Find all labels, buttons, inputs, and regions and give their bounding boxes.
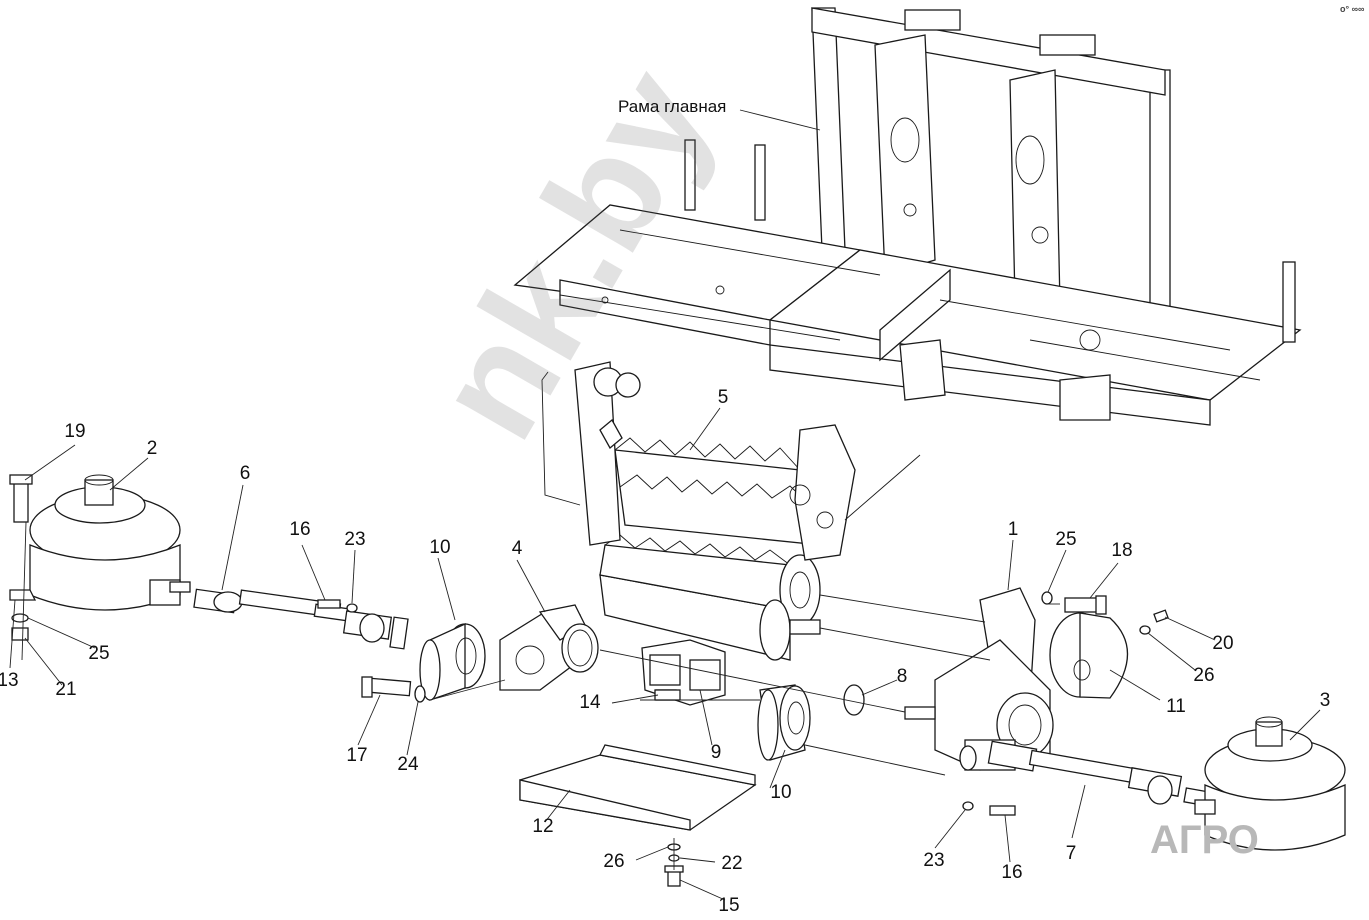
callout-label: 7 (1065, 843, 1077, 864)
callout-label: 10 (429, 537, 451, 558)
callout-label: 26 (1193, 665, 1215, 686)
callout-label: 17 (346, 745, 368, 766)
center-fasteners (361, 676, 681, 703)
left-fasteners (9, 474, 37, 641)
bearing-housing-left (419, 622, 486, 701)
right-gearbox (1194, 716, 1346, 851)
callout-label: 6 (239, 463, 251, 484)
callout-label: 4 (511, 538, 523, 559)
callout-label: 5 (717, 387, 729, 408)
right-driveshaft (962, 740, 1212, 816)
callout-label: 18 (1111, 540, 1133, 561)
callout-label: 15 (718, 895, 740, 916)
callout-label: 25 (1055, 529, 1077, 550)
callout-label: 8 (896, 666, 908, 687)
callout-label: 26 (603, 851, 625, 872)
callout-label: 13 (0, 670, 19, 691)
callout-label: 10 (770, 782, 792, 803)
callout-label: 19 (64, 421, 86, 442)
callout-label: 22 (721, 853, 743, 874)
right-fasteners (1041, 591, 1169, 635)
leader-lines (9, 407, 1321, 901)
bearing-housing-right (757, 684, 811, 761)
callout-label: 9 (710, 742, 722, 763)
callout-label: 1 (1007, 519, 1019, 540)
callout-label: 20 (1212, 633, 1234, 654)
callout-label: 3 (1319, 690, 1331, 711)
pulley-11 (1049, 612, 1129, 699)
angle-gearbox-4 (499, 604, 599, 691)
assembly-lines (21, 109, 1060, 870)
left-gearbox (29, 474, 191, 611)
watermark-logo: АГРО (1150, 818, 1259, 862)
callout-label: 2 (146, 438, 158, 459)
gearbox-9 (641, 639, 726, 706)
guard-12 (519, 744, 757, 831)
callout-label: 23 (344, 529, 366, 550)
callout-label: 23 (923, 850, 945, 871)
callout-label: 11 (1166, 696, 1186, 717)
watermark-mark: o° ∞∞ (1340, 4, 1365, 14)
frame-title: Рама главная (618, 97, 727, 116)
main-gearbox-1 (904, 587, 1054, 771)
main-frame (513, 7, 1302, 426)
callout-label: 24 (397, 754, 419, 775)
roll-assembly (541, 361, 921, 661)
left-driveshaft (193, 588, 409, 650)
callout-label: 25 (88, 643, 110, 664)
callout-label: 14 (579, 692, 601, 713)
callout-label: 21 (55, 679, 77, 700)
callout-label: 16 (289, 519, 311, 540)
callout-label: 12 (532, 816, 554, 837)
callout-label: 16 (1001, 862, 1023, 883)
